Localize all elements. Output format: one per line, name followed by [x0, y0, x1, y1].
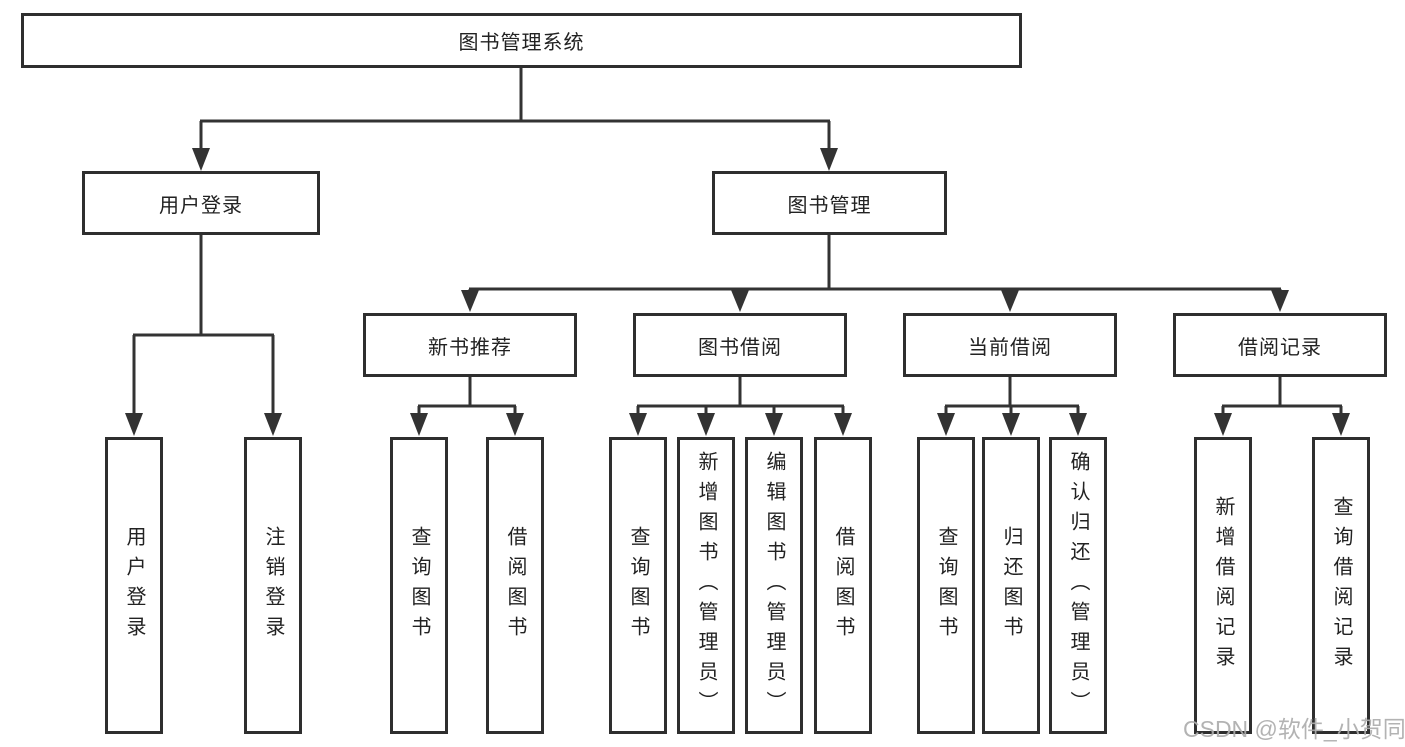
edge-login-to-leaves [132, 235, 275, 418]
node-label: 新增图书（管理员） [695, 450, 717, 721]
arrowhead [937, 413, 955, 436]
arrowhead [1001, 290, 1019, 312]
node-book-management: 图书管理 [712, 171, 947, 235]
node-login-action: 用户登录 [105, 437, 163, 734]
node-label: 借阅图书 [832, 525, 854, 646]
node-current-confirm-return-admin: 确认归还（管理员） [1049, 437, 1107, 734]
node-label: 查询借阅记录 [1330, 495, 1352, 676]
arrowhead [731, 290, 749, 312]
node-label: 编辑图书（管理员） [763, 450, 785, 721]
arrowhead [1214, 413, 1232, 436]
node-library-system: 图书管理系统 [21, 13, 1022, 68]
edge-current-to-leaves [944, 377, 1080, 418]
arrowheads [125, 148, 1350, 436]
node-new-book-recommend: 新书推荐 [363, 313, 577, 377]
arrowhead [410, 413, 428, 436]
edge-mgmt-to-level3 [468, 235, 1282, 296]
node-label: 查询图书 [408, 525, 430, 646]
node-borrow-add-books-admin: 新增图书（管理员） [677, 437, 735, 734]
edge-records-to-leaves [1221, 377, 1343, 418]
node-records-query-record: 查询借阅记录 [1312, 437, 1370, 734]
node-label: 借阅图书 [504, 525, 526, 646]
arrowhead [125, 413, 143, 436]
arrowhead [1069, 413, 1087, 436]
edge-borrow-to-leaves [636, 377, 845, 418]
node-label: 注销登录 [262, 525, 284, 646]
csdn-watermark: CSDN @软件_小贺同学 [1183, 716, 1405, 742]
node-current-return-books: 归还图书 [982, 437, 1040, 734]
node-label: 确认归还（管理员） [1067, 450, 1089, 721]
node-user-login: 用户登录 [82, 171, 320, 235]
arrowhead [192, 148, 210, 171]
node-label: 归还图书 [1000, 525, 1022, 646]
arrowhead [820, 148, 838, 171]
node-label: 查询图书 [627, 525, 649, 646]
arrowhead [834, 413, 852, 436]
arrowhead [1002, 413, 1020, 436]
node-label: 用户登录 [123, 525, 145, 646]
node-current-query-books: 查询图书 [917, 437, 975, 734]
node-current-borrow: 当前借阅 [903, 313, 1117, 377]
edge-root-to-level2 [199, 68, 831, 152]
arrowhead [1271, 290, 1289, 312]
arrowhead [629, 413, 647, 436]
arrowhead [1332, 413, 1350, 436]
arrowhead [697, 413, 715, 436]
node-borrow-borrow-books: 借阅图书 [814, 437, 872, 734]
node-book-borrow: 图书借阅 [633, 313, 847, 377]
node-recommend-query-books: 查询图书 [390, 437, 448, 734]
node-records-add-record: 新增借阅记录 [1194, 437, 1252, 734]
node-borrow-query-books: 查询图书 [609, 437, 667, 734]
arrowhead [765, 413, 783, 436]
arrowhead [264, 413, 282, 436]
node-borrow-edit-books-admin: 编辑图书（管理员） [745, 437, 803, 734]
edge-recommend-to-leaves [417, 377, 517, 418]
arrowhead [506, 413, 524, 436]
node-recommend-borrow-books: 借阅图书 [486, 437, 544, 734]
arrowhead [461, 290, 479, 312]
node-label: 查询图书 [935, 525, 957, 646]
node-label: 新增借阅记录 [1212, 495, 1234, 676]
node-borrow-records: 借阅记录 [1173, 313, 1387, 377]
node-logout-action: 注销登录 [244, 437, 302, 734]
